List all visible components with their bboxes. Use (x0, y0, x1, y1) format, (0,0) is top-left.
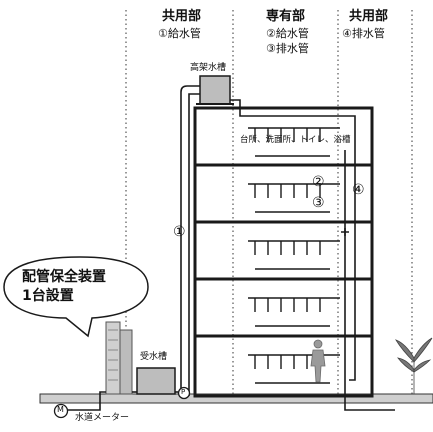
fixture-drops (254, 241, 321, 255)
riser-pipe (180, 85, 200, 396)
header-private-item-1: ②給水管 (266, 27, 309, 40)
header-common-left-item-1: ①給水管 (158, 27, 201, 40)
person-head (313, 339, 323, 349)
marker-3: ③ (312, 195, 325, 211)
plant-icon (395, 337, 433, 394)
pump-symbol (177, 386, 191, 400)
header-common-right: 共用部 (349, 9, 389, 24)
header-private-item-2: ③排水管 (266, 42, 309, 55)
elevated-tank-label: 高架水槽 (190, 63, 227, 73)
fixture-drops (254, 355, 321, 369)
receiving-tank-label: 受水槽 (140, 352, 168, 362)
marker-2: ② (312, 174, 325, 190)
marker-1: ① (173, 224, 186, 240)
fixture-drops (254, 128, 321, 142)
valve-mark (341, 228, 349, 236)
marker-4: ④ (352, 182, 365, 198)
person-body (310, 349, 326, 383)
pump-letter: P (181, 388, 186, 396)
fixture-drops (254, 184, 321, 198)
drain-stack-pipe (344, 150, 395, 411)
callout-line-1: 配管保全装置 (22, 269, 106, 285)
conservation-device (105, 321, 133, 395)
elevated-tank (199, 75, 231, 105)
header-common-left: 共用部 (162, 9, 202, 24)
water-meter-letter: M (57, 405, 64, 414)
receiving-tank (136, 367, 176, 395)
building-frame (193, 106, 374, 398)
callout-line-2: 1台設置 (22, 288, 74, 304)
drain-stack (341, 150, 395, 411)
water-meter-symbol (53, 403, 69, 419)
main-supply (68, 391, 178, 411)
fixture-drops (254, 298, 321, 312)
person-figure (310, 339, 326, 383)
callout-bubble (3, 256, 149, 338)
main-pipe (68, 391, 106, 411)
supply-riser (180, 85, 356, 396)
building (193, 106, 374, 398)
fixtures-label: 台所、洗面所、トイレ、浴槽 (240, 135, 351, 145)
floor-slabs (195, 163, 372, 338)
riser-pipe (188, 93, 200, 396)
header-common-right-item-1: ④排水管 (342, 27, 385, 40)
floor-fixtures (248, 127, 340, 384)
header-private: 専有部 (266, 9, 306, 24)
water-meter-label: 水道メーター (75, 413, 130, 423)
tank-outlet-pipe (230, 99, 356, 381)
ground (39, 393, 433, 404)
